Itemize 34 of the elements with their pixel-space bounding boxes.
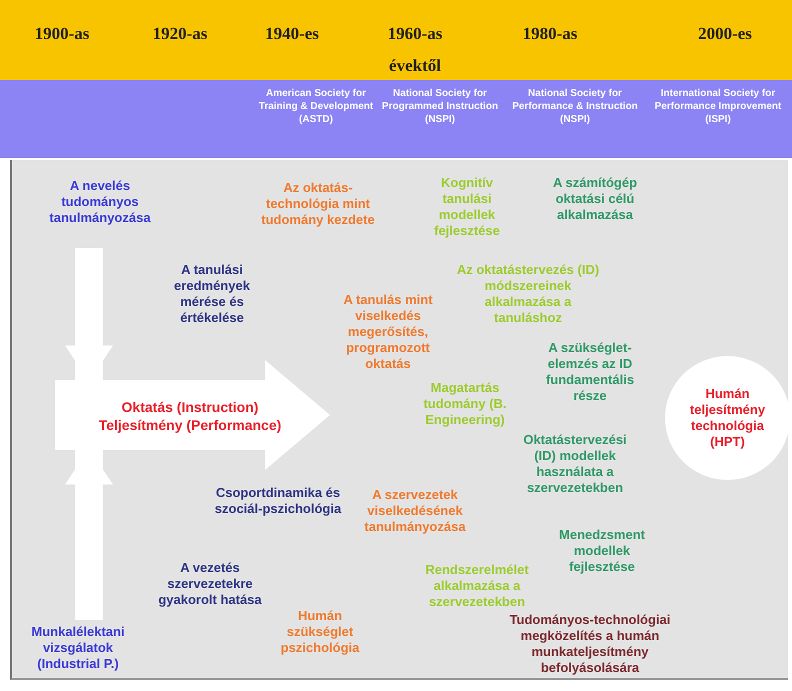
topic-text: A számítógép oktatási célú alkalmazása (552, 175, 638, 223)
topic-text: A szükséglet-elemzés az ID fundamentális része (544, 340, 636, 404)
year-label: 1900-as (34, 24, 90, 44)
topic-text: Rendszerelmélet alkalmazása a szervezetekben (424, 562, 530, 610)
year-label: 1920-as (152, 24, 208, 44)
topic-text: Az oktatás-technológia mint tudomány kezdete (260, 180, 376, 228)
topic-text: Kognitív tanulási modellek fejlesztése (433, 175, 501, 239)
arrow (65, 448, 113, 620)
arrow (65, 248, 113, 382)
topic-text: Magatartás tudomány (B. Engineering) (422, 380, 508, 428)
node-text: Oktatás (Instruction) (120, 398, 260, 416)
organization-label: National Society for Performance & Instruction (NSPI) (511, 87, 639, 126)
topic-text: Humán szükséglet pszichológia (280, 608, 360, 656)
year-label: 2000-es (697, 24, 753, 44)
year-label: 1960-as (386, 24, 444, 44)
organization-label: International Society for Performance Improvement (ISPI) (654, 87, 782, 126)
topic-text: A szervezetek viselkedésének tanulmányozása (363, 487, 467, 535)
topic-text: Oktatástervezési (ID) modellek használata a szervezetekben (522, 432, 628, 496)
topic-text: Tudományos-technológiai megközelítés a humán munkateljesítmény befolyásolására (508, 612, 672, 676)
topic-text: A nevelés tudományos tanulmányozása (30, 178, 170, 226)
organization-label: National Society for Programmed Instruction (NSPI) (380, 87, 500, 126)
topic-text: Csoportdinamika és szociál-pszichológia (214, 485, 342, 517)
year-label: évektől (388, 56, 442, 76)
year-label: 1940-es (264, 24, 320, 44)
topic-text: Az oktatástervezés (ID) módszereinek alkalmazása a tanuláshoz (456, 262, 600, 326)
topic-text: A tanulási eredmények mérése és értékelése (173, 262, 251, 326)
node-text: Teljesítmény (Performance) (98, 416, 282, 434)
topic-text: A tanulás mint viselkedés megerősítés, programozott oktatás (342, 292, 434, 372)
topic-text: Menedzsment modellek fejlesztése (558, 527, 646, 575)
arrow-shape (55, 360, 330, 470)
node-text: Humán teljesítmény technológia (HPT) (688, 386, 766, 450)
year-label: 1980-as (522, 24, 578, 44)
topic-text: A vezetés szervezetekre gyakorolt hatása (157, 560, 263, 608)
topic-text: Munkalélektani vizsgálatok (Industrial P.) (18, 624, 138, 672)
